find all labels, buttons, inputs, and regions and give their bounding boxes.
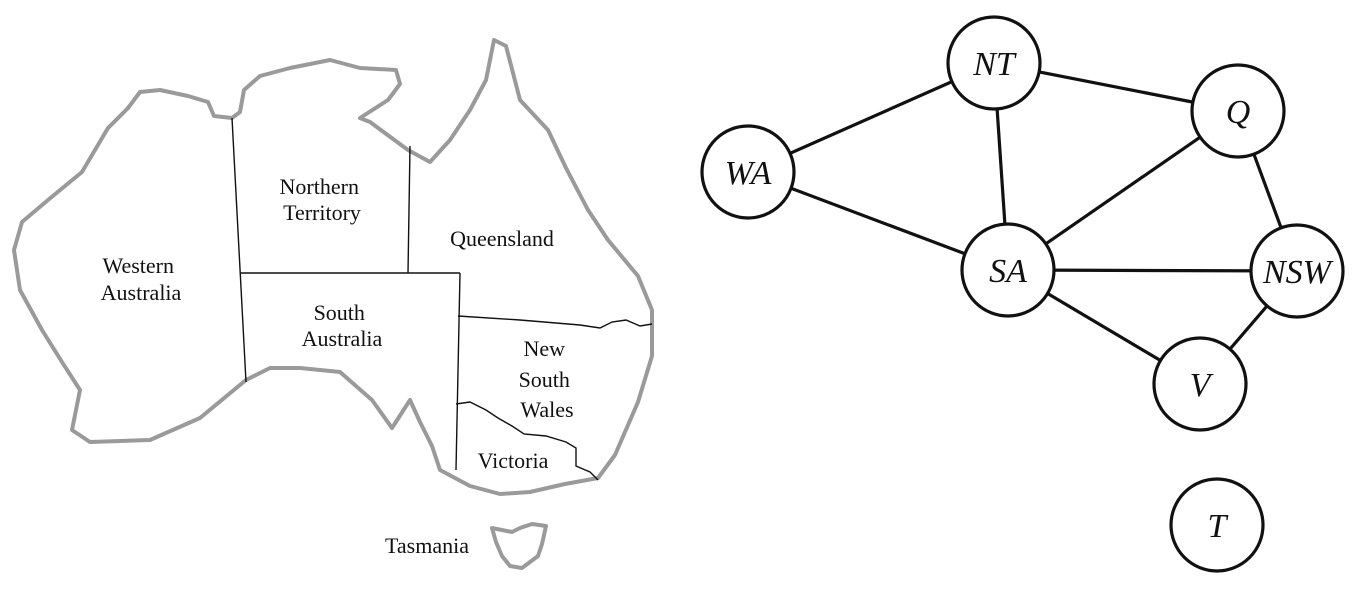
node-label-wa: WA <box>725 155 772 192</box>
node-circle-nt <box>946 15 1042 111</box>
node-sa: SA <box>960 222 1056 318</box>
label-queensland: Queensland <box>450 226 554 251</box>
label-victoria: Victoria <box>478 448 549 473</box>
node-circle-q <box>1190 63 1286 159</box>
node-label-nt: NT <box>972 46 1017 83</box>
node-nt: NT <box>946 15 1042 111</box>
border-wa <box>231 117 247 383</box>
border-qld-nsw <box>457 315 653 329</box>
label-western-australia: Western Australia <box>101 253 182 305</box>
node-label-q: Q <box>1226 94 1251 131</box>
graph-nodes: NT Q WA SA NSW V T <box>700 15 1345 573</box>
border-nsw-vic <box>455 401 599 481</box>
node-wa: WA <box>700 124 796 220</box>
node-nsw: NSW <box>1249 223 1345 319</box>
node-circle-wa <box>700 124 796 220</box>
label-new-south-wales: New South Wales <box>519 336 576 422</box>
node-t: T <box>1169 477 1265 573</box>
node-label-nsw: NSW <box>1262 254 1334 291</box>
node-circle-nsw <box>1249 223 1345 319</box>
constraint-graph: NT Q WA SA NSW V T <box>700 15 1345 573</box>
edge-sa-nsw <box>1007 268 1298 273</box>
node-label-t: T <box>1208 508 1229 545</box>
label-south-australia: South Australia <box>302 300 383 351</box>
node-circle-v <box>1152 336 1248 432</box>
border-sa-east <box>455 272 461 471</box>
border-nt-qld <box>407 145 411 274</box>
mainland-outline <box>12 38 654 496</box>
node-circle-t <box>1169 477 1265 573</box>
label-northern-territory: Northern Territory <box>280 174 365 225</box>
label-tasmania: Tasmania <box>385 533 469 558</box>
tasmania-outline <box>490 522 548 570</box>
australia-map: Western Australia Northern Territory Que… <box>12 38 654 570</box>
node-circle-sa <box>960 222 1056 318</box>
node-label-sa: SA <box>989 253 1027 290</box>
node-v: V <box>1152 336 1248 432</box>
node-q: Q <box>1190 63 1286 159</box>
